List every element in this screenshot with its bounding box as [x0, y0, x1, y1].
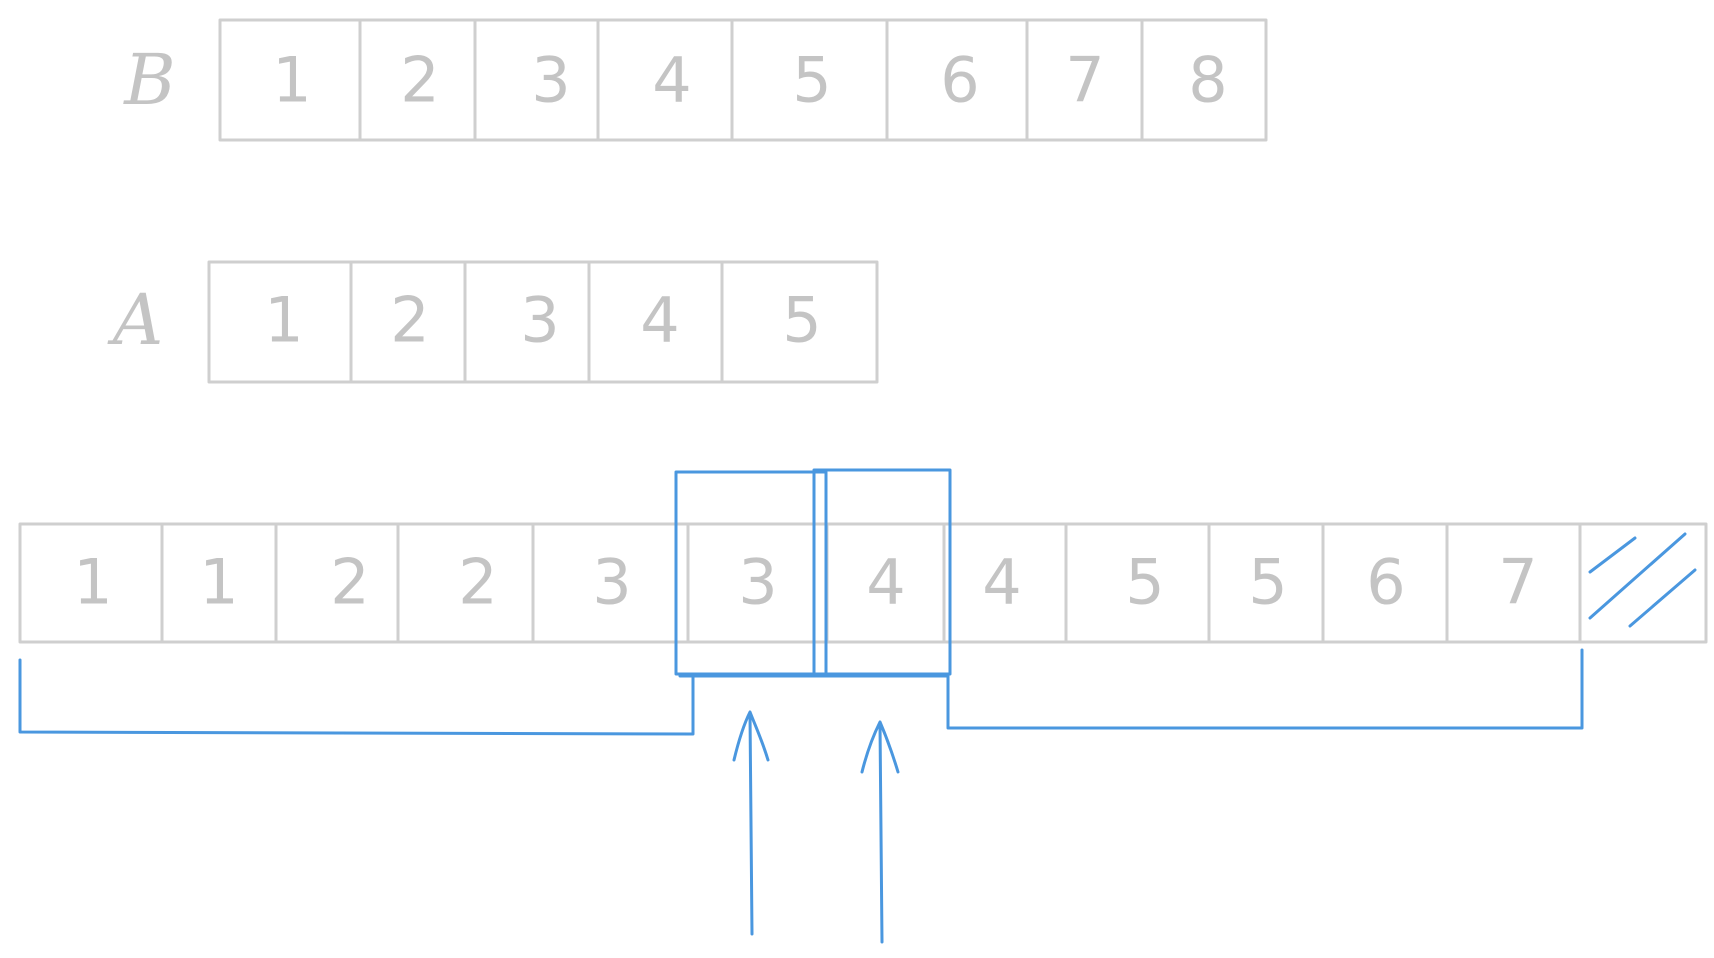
merged-array-frame: [18, 522, 1708, 644]
array-b-cell: 1: [272, 44, 311, 117]
range-brackets: [18, 648, 1584, 736]
array-b: B 1 2 3 4 5 6 7 8: [122, 18, 1268, 142]
merged-array: 1 1 2 2 3 3 4 4 5 5 6 7: [18, 522, 1708, 644]
merged-array-cell: 5: [1248, 546, 1287, 619]
arrow-shaft-left: [748, 712, 754, 936]
array-b-frame: [218, 18, 1268, 142]
array-b-cell: 4: [652, 44, 691, 117]
merged-array-cell: 4: [866, 546, 905, 619]
array-b-cell: 5: [792, 44, 831, 117]
highlight-box-right: [812, 468, 952, 676]
highlight-boxes: [674, 468, 952, 678]
array-b-label: B: [122, 39, 175, 121]
left-bracket: [18, 658, 695, 736]
array-a-cell: 1: [264, 284, 303, 357]
hatch-line: [1588, 532, 1687, 620]
arrow-head-left: [732, 710, 770, 762]
hatch-line: [1588, 536, 1637, 574]
array-a-cell: 2: [390, 284, 429, 357]
merged-array-cell: 3: [592, 546, 631, 619]
right-bracket: [946, 648, 1584, 730]
pointer-arrows: [732, 710, 900, 944]
array-a-label: A: [107, 279, 164, 361]
array-a-cell: 3: [520, 284, 559, 357]
array-b-cell: 8: [1188, 44, 1227, 117]
merged-array-cell: 2: [458, 546, 497, 619]
merged-array-cell: 2: [330, 546, 369, 619]
merged-array-cell: 1: [73, 546, 112, 619]
array-b-cell: 2: [400, 44, 439, 117]
merged-array-cell: 3: [738, 546, 777, 619]
hatch-line: [1628, 568, 1697, 628]
merged-array-cell: 4: [982, 546, 1021, 619]
array-b-cell: 6: [940, 44, 979, 117]
arrow-head-right: [860, 720, 900, 774]
merged-array-cell: 7: [1498, 546, 1537, 619]
array-b-cell: 3: [531, 44, 570, 117]
arrow-shaft-right: [878, 722, 884, 944]
merged-array-cell: 1: [199, 546, 238, 619]
merged-array-cell: 5: [1125, 546, 1164, 619]
array-b-cell: 7: [1065, 44, 1104, 117]
array-a-cell: 5: [782, 284, 821, 357]
merged-array-cell: 6: [1366, 546, 1405, 619]
array-a-frame: [207, 260, 879, 384]
empty-cell-hatch: [1588, 532, 1697, 628]
array-a-cell: 4: [640, 284, 679, 357]
array-a: A 1 2 3 4 5: [107, 260, 879, 384]
